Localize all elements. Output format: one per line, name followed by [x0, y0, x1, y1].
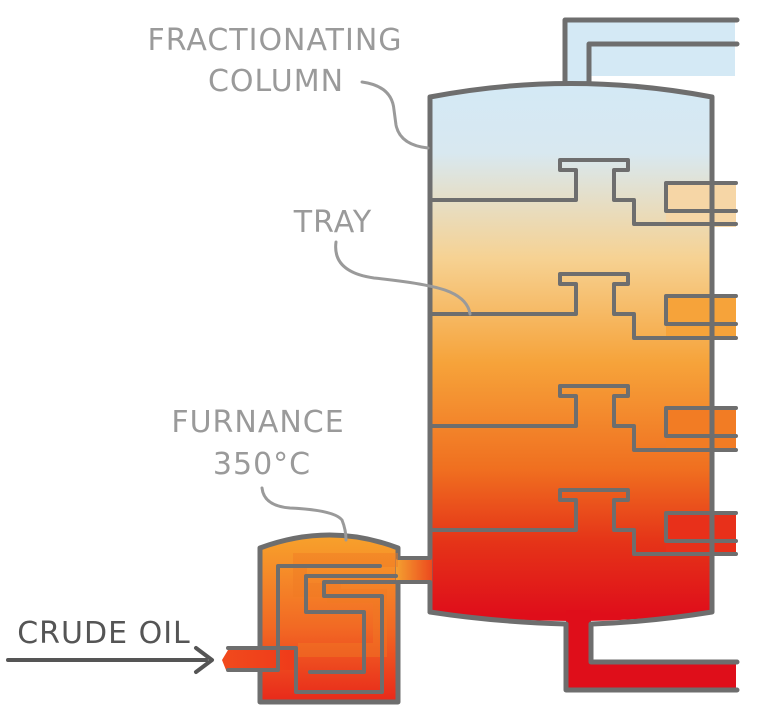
column-wall: [427, 81, 715, 627]
top-vapor-pipe: [565, 20, 735, 76]
side-outlet-2: [666, 296, 736, 338]
tray-3: [430, 384, 738, 452]
crude-oil-inlet: [222, 650, 298, 670]
tray-2: [430, 272, 738, 340]
column-body: [430, 83, 712, 621]
tray-label: TRAY: [293, 205, 372, 240]
column-label-line2: COLUMN: [208, 64, 344, 99]
side-outlet-3: [666, 408, 736, 450]
fractionating-column: [427, 17, 740, 693]
side-outlet-4: [666, 513, 736, 555]
crude-oil-label: CRUDE OIL: [17, 616, 191, 651]
tray-4: [430, 488, 738, 556]
transfer-line: [396, 558, 432, 582]
tray-leader: [334, 240, 472, 316]
furnace-label-line2: 350°C: [213, 447, 311, 482]
column-label-line1: FRACTIONATING: [147, 23, 402, 58]
crude-oil-arrow: [6, 646, 214, 674]
column-leader: [360, 80, 430, 150]
tray-1: [430, 158, 738, 226]
furnace-label-line1: FURNANCE: [171, 405, 344, 440]
side-outlet-1: [666, 183, 736, 227]
furnace: [222, 532, 432, 705]
furnace-leader: [260, 486, 348, 542]
